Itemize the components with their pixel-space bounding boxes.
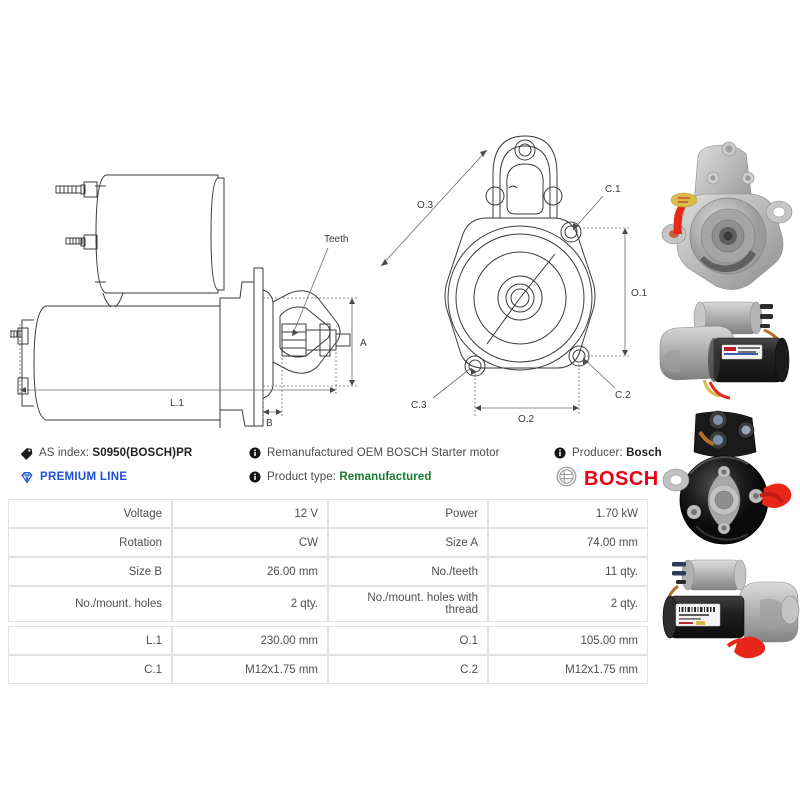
spec-key: C.2 (328, 655, 488, 684)
spec-value: M12x1.75 mm (172, 655, 328, 684)
product-photo-side-view-label[interactable] (652, 552, 800, 670)
spec-key: C.1 (8, 655, 172, 684)
specification-table-container: Voltage 12 V Power 1.70 kW Rotation CW S… (8, 499, 648, 684)
spec-value: 74.00 mm (488, 528, 648, 557)
premium-line-label: PREMIUM LINE (40, 471, 128, 483)
info-icon (249, 471, 261, 483)
as-index-field: AS index: S0950(BOSCH)PR (20, 442, 192, 464)
spec-key: No./mount. holes with thread (328, 586, 488, 622)
technical-drawings: A L.1 B (0, 118, 660, 428)
tag-icon (20, 447, 33, 460)
table-row: L.1 230.00 mm O.1 105.00 mm (8, 626, 648, 655)
info-row-secondary: PREMIUM LINE Product type: Remanufacture… (0, 466, 660, 488)
producer-text: Producer: Bosch (572, 447, 662, 459)
as-index-label: AS index: (39, 447, 90, 459)
product-photo-side-view-solenoid[interactable] (652, 288, 800, 408)
as-index-text: AS index: S0950(BOSCH)PR (39, 447, 192, 459)
table-row: Voltage 12 V Power 1.70 kW (8, 499, 648, 528)
spec-key: Size A (328, 528, 488, 557)
product-description-field: Remanufactured OEM BOSCH Starter motor (249, 442, 500, 464)
table-row: Rotation CW Size A 74.00 mm (8, 528, 648, 557)
spec-value: 2 qty. (172, 586, 328, 622)
product-photo-commutator-end-view[interactable] (652, 408, 800, 558)
spec-value: M12x1.75 mm (488, 655, 648, 684)
spec-key: Rotation (8, 528, 172, 557)
product-type-label: Product type: (267, 471, 337, 483)
table-row: C.1 M12x1.75 mm C.2 M12x1.75 mm (8, 655, 648, 684)
product-photo-drive-end-view[interactable] (652, 140, 800, 290)
spec-key: Power (328, 499, 488, 528)
dim-label-l1: L.1 (170, 398, 184, 409)
table-row-spacer (8, 622, 648, 626)
table-row: No./mount. holes 2 qty. No./mount. holes… (8, 586, 648, 622)
spec-value: CW (172, 528, 328, 557)
producer-field: Producer: Bosch (554, 442, 662, 464)
spec-value: 12 V (172, 499, 328, 528)
product-info-header: AS index: S0950(BOSCH)PR Remanufactured … (0, 438, 662, 490)
dim-label-o2: O.2 (518, 414, 535, 425)
dim-label-b: B (266, 418, 273, 428)
drawing-side-view: A L.1 B (10, 138, 370, 428)
info-icon (554, 447, 566, 459)
dim-label-teeth: Teeth (324, 234, 348, 245)
as-index-value: S0950(BOSCH)PR (92, 447, 193, 459)
specification-table: Voltage 12 V Power 1.70 kW Rotation CW S… (8, 499, 648, 684)
dim-label-o1: O.1 (631, 288, 648, 299)
spec-table-body: Voltage 12 V Power 1.70 kW Rotation CW S… (8, 499, 648, 684)
spec-value: 105.00 mm (488, 626, 648, 655)
producer-value: Bosch (626, 447, 662, 459)
spec-value: 11 qty. (488, 557, 648, 586)
spec-key: Size B (8, 557, 172, 586)
spec-key: No./mount. holes (8, 586, 172, 622)
spec-key: L.1 (8, 626, 172, 655)
product-photo-gallery (652, 140, 800, 670)
product-type-value: Remanufactured (339, 471, 432, 483)
dim-label-a: A (360, 338, 367, 349)
spec-key: O.1 (328, 626, 488, 655)
spec-value: 26.00 mm (172, 557, 328, 586)
bosch-armature-emblem-icon (556, 466, 577, 492)
bosch-brand-logo: BOSCH (556, 466, 659, 492)
dim-label-c1: C.1 (605, 184, 621, 195)
product-description-text: Remanufactured OEM BOSCH Starter motor (267, 447, 500, 459)
drawing-front-view: O.3 C.1 O.1 C.2 (375, 126, 655, 426)
table-row: Size B 26.00 mm No./teeth 11 qty. (8, 557, 648, 586)
product-type-field: Product type: Remanufactured (249, 466, 432, 488)
info-icon (249, 447, 261, 459)
producer-label: Producer: (572, 447, 623, 459)
dim-label-c2: C.2 (615, 390, 631, 401)
dim-label-c3: C.3 (411, 400, 427, 411)
spec-value: 1.70 kW (488, 499, 648, 528)
diamond-icon (20, 471, 34, 484)
bosch-wordmark: BOSCH (584, 468, 659, 490)
spec-key: Voltage (8, 499, 172, 528)
spec-value: 230.00 mm (172, 626, 328, 655)
spec-key: No./teeth (328, 557, 488, 586)
dim-label-o3: O.3 (417, 200, 434, 211)
info-row-primary: AS index: S0950(BOSCH)PR Remanufactured … (0, 442, 662, 464)
product-type-text: Product type: Remanufactured (267, 471, 432, 483)
premium-line-badge[interactable]: PREMIUM LINE (20, 466, 127, 488)
spec-value: 2 qty. (488, 586, 648, 622)
